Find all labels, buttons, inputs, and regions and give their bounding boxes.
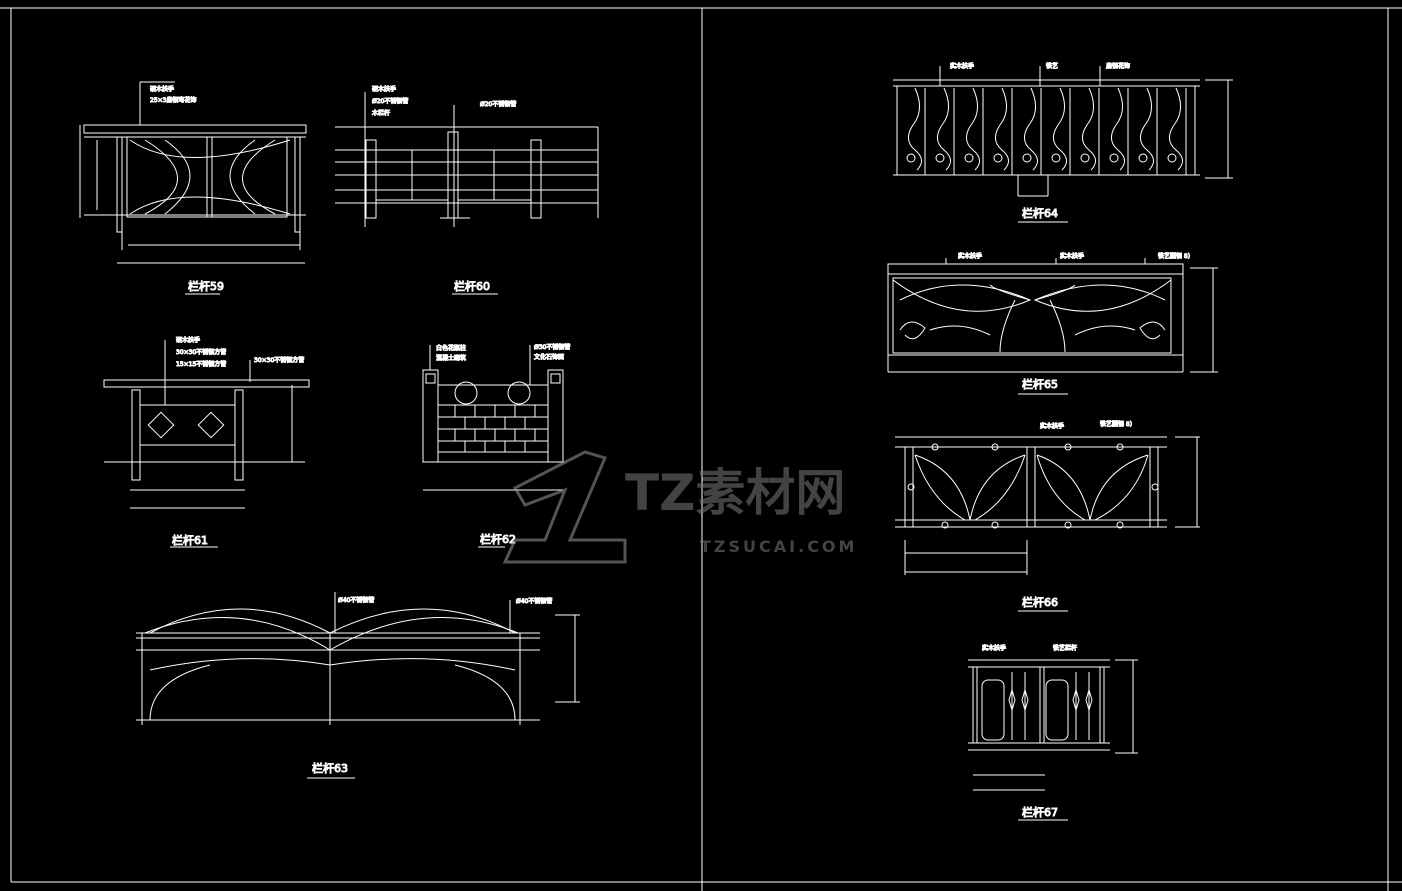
railing-62-note-3: Ø30不锈钢管 (534, 343, 570, 351)
scroll-curl (1109, 153, 1119, 163)
railing-63-drawing (136, 592, 580, 779)
railing-60-drawing (335, 92, 599, 295)
railing-60-note-1: 硬木扶手 (372, 85, 396, 93)
scroll-curl (1167, 153, 1177, 163)
railing-64-caption: 栏杆64 (1022, 206, 1058, 220)
scroll-motif (1024, 87, 1042, 175)
railing-60-note-2: Ø20不锈钢管 (372, 97, 408, 105)
railing-66-caption: 栏杆66 (1022, 595, 1058, 609)
railing-65-note-1: 实木扶手 (958, 252, 982, 260)
scroll-curl (1022, 153, 1032, 163)
railing-62-caption: 栏杆62 (480, 532, 516, 546)
railing-62-note-4: 文化石饰面 (534, 353, 564, 361)
railing-65-note-3: 铁艺圆钢 8) (1158, 252, 1190, 260)
railing-67-drawing (968, 659, 1138, 821)
railing-63-note-2: Ø40不锈钢管 (516, 597, 552, 605)
scroll-motif (966, 87, 984, 175)
railing-59-note-1: 硬木扶手 (150, 85, 174, 93)
railing-67-note-2: 铁艺栏杆 (1053, 644, 1077, 652)
sheet-frame (0, 7, 1402, 891)
railing-61-caption: 栏杆61 (172, 533, 208, 547)
scroll-motif (908, 87, 926, 175)
watermark-brand: TZ素材网 (625, 464, 845, 522)
watermark-logo-icon (502, 450, 627, 564)
railing-66-note-1: 实木扶手 (1040, 422, 1064, 430)
railing-65-caption: 栏杆65 (1022, 377, 1058, 391)
railing-62-note-1: 白色花瓶柱 (436, 344, 466, 352)
railing-59-drawing (79, 81, 307, 295)
railing-63-note-1: Ø40不锈钢管 (338, 596, 374, 604)
railing-67-note-1: 实木扶手 (982, 644, 1006, 652)
scroll-curl (964, 153, 974, 163)
railing-61-drawing (103, 340, 310, 548)
railing-59-caption: 栏杆59 (188, 279, 224, 293)
watermark-url: TZSUCAI.COM (700, 537, 857, 556)
railing-60-note-4: Ø20不锈钢管 (480, 100, 516, 108)
railing-61-note-1: 硬木扶手 (176, 336, 200, 344)
scroll-curl (935, 153, 945, 163)
scroll-motif (1111, 87, 1129, 175)
scroll-motif (1082, 87, 1100, 175)
railing-62-drawing (422, 345, 564, 548)
railing-64-note-1: 实木扶手 (950, 62, 974, 70)
railing-60-caption: 栏杆60 (454, 279, 490, 293)
scroll-motif (995, 87, 1013, 175)
scroll-motif (1140, 87, 1158, 175)
railing-65-drawing (887, 258, 1218, 395)
railing-64-drawing (893, 66, 1233, 223)
railing-64-note-3: 扁钢花饰 (1106, 62, 1130, 70)
railing-61-note-4: 30×30不锈钢方管 (254, 356, 304, 364)
scroll-curl (1138, 153, 1148, 163)
railing-64-note-2: 铁艺 (1046, 62, 1058, 70)
watermark: TZ素材网 TZSUCAI.COM (502, 450, 857, 564)
railing-62-note-2: 混凝土砌筑 (436, 354, 466, 362)
scroll-curl (1080, 153, 1090, 163)
railing-66-drawing (895, 436, 1200, 612)
scroll-motif (937, 87, 955, 175)
railing-63-caption: 栏杆63 (312, 761, 348, 775)
railing-67-caption: 栏杆67 (1022, 805, 1058, 819)
scroll-motif (1169, 87, 1187, 175)
railing-61-note-2: 30×30不锈钢方管 (176, 348, 226, 356)
railing-65-note-2: 实木扶手 (1060, 252, 1084, 260)
railing-66-note-2: 铁艺圆钢 8) (1100, 420, 1132, 428)
railing-59-note-2: 25×3扁钢弯花饰 (150, 96, 196, 104)
scroll-curl (906, 153, 916, 163)
railing-64-scrollwork (906, 87, 1187, 175)
railing-61-note-3: 15×15不锈钢方管 (176, 360, 226, 368)
scroll-motif (1053, 87, 1071, 175)
scroll-curl (1051, 153, 1061, 163)
railing-60-note-3: 木栏杆 (372, 109, 390, 117)
scroll-curl (993, 153, 1003, 163)
